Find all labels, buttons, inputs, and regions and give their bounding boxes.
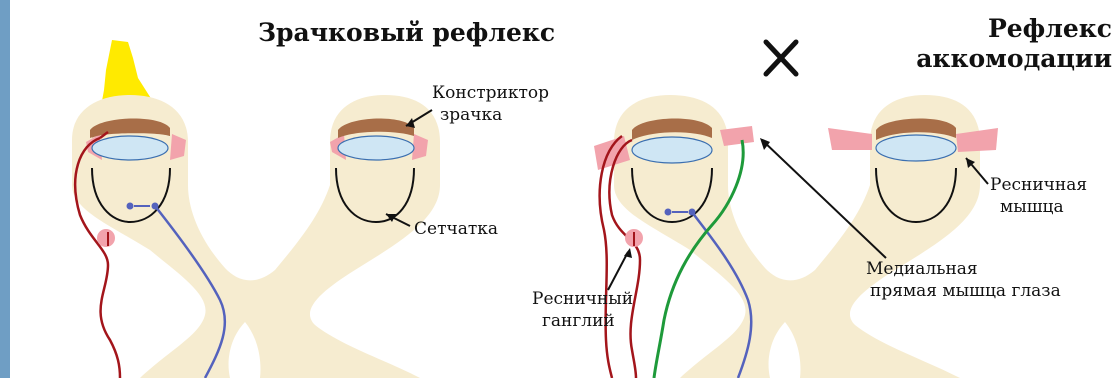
ciliary-ganglion: [97, 229, 115, 247]
accommodation-title-line2: аккомодации: [916, 44, 1112, 74]
ciliary-muscle-label-line2: мышца: [990, 196, 1087, 218]
ciliary-ganglion-label-line2: ганглий: [532, 310, 633, 332]
ciliary-ganglion-label: Ресничный ганглий: [532, 288, 633, 332]
constrictor-label: Констриктор зрачка: [432, 82, 549, 126]
medial-rectus-label-line1: Медиальная: [866, 258, 1061, 280]
ciliary-ganglion-label-line1: Ресничный: [532, 288, 633, 310]
constrictor-label-line2: зрачка: [432, 104, 549, 126]
lens: [92, 136, 168, 160]
ciliary-muscle-label: Ресничная мышца: [990, 174, 1087, 218]
ganglion-pointer: [608, 252, 628, 290]
ciliary-muscle-label-line1: Ресничная: [990, 174, 1087, 196]
accommodation-title-line1: Рефлекс: [916, 14, 1112, 44]
pupillary-reflex-title: Зрачковый рефлекс: [258, 18, 555, 47]
constrictor-label-line1: Констриктор: [432, 82, 549, 104]
accommodation-reflex-title: Рефлекс аккомодации: [916, 14, 1112, 74]
separator-mark: [766, 42, 796, 74]
retina-label-text: Сетчатка: [414, 218, 498, 240]
lens: [632, 137, 712, 163]
retina-label: Сетчатка: [414, 218, 498, 240]
lens: [338, 136, 414, 160]
accommodation-panel: [594, 95, 998, 378]
eye-muscle: [828, 128, 872, 150]
medial-rectus-label-line2: прямая мышца глаза: [866, 280, 1061, 302]
lens: [876, 135, 956, 161]
pupillary-panel: [72, 40, 440, 378]
medial-rectus-label: Медиальная прямая мышца глаза: [866, 258, 1061, 302]
